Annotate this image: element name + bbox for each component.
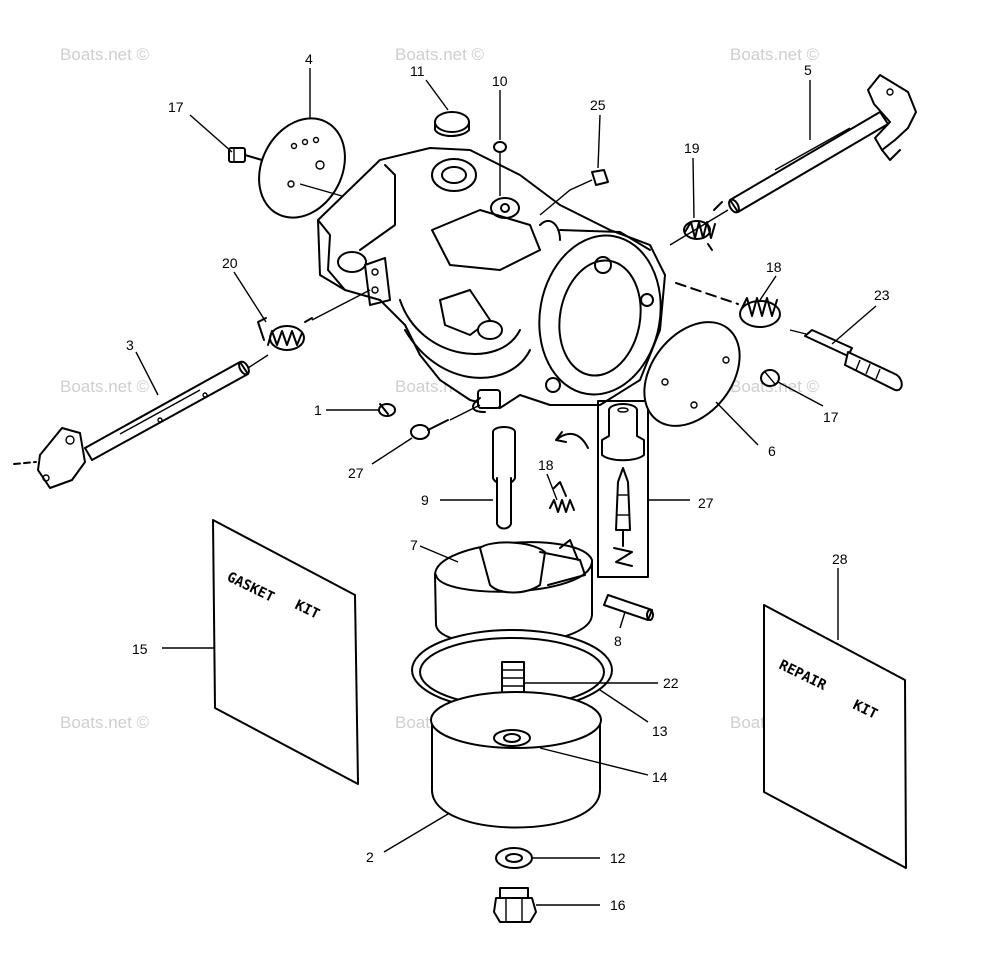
part-8-pin	[603, 594, 654, 621]
part-22-spring	[501, 661, 525, 699]
part-21-spring	[257, 289, 371, 351]
part-9-nozzle	[492, 426, 516, 530]
callout-20: 19	[684, 140, 700, 156]
callout-19: 18	[538, 457, 554, 473]
leader-lines	[135, 68, 877, 906]
callout-27: 27	[698, 495, 714, 511]
callout-14: 14	[652, 769, 668, 785]
callout-9: 9	[421, 492, 429, 508]
callout-23: 23	[874, 287, 890, 303]
part-17-screw	[760, 369, 780, 387]
part-18-spring	[675, 282, 781, 328]
callout-22: 22	[663, 675, 679, 691]
callout-1: 1	[314, 402, 322, 418]
watermark: Boats.net ©	[730, 45, 820, 64]
watermark: Boats.net ©	[395, 45, 485, 64]
part-10-nut	[493, 141, 507, 196]
callout-12: 12	[610, 850, 626, 866]
part-19-spring	[549, 481, 575, 513]
callout-8: 8	[614, 633, 622, 649]
callout-24: 25	[590, 97, 606, 113]
part-24-screw	[539, 169, 609, 216]
part-5-shaft	[669, 74, 917, 246]
part-4-plate	[258, 117, 346, 219]
watermark: Boats.net ©	[60, 713, 150, 732]
callout-2: 2	[366, 849, 374, 865]
part-16-plug	[493, 887, 537, 923]
part-11-cap	[434, 111, 470, 137]
callout-5: 5	[804, 62, 812, 78]
part-25-screw	[410, 404, 481, 440]
part-12-washer	[495, 847, 533, 869]
carburetor-body	[317, 147, 666, 413]
callout-21: 20	[222, 255, 238, 271]
callout-7: 7	[410, 537, 418, 553]
callout-10: 10	[492, 73, 508, 89]
callout-15: 15	[132, 641, 148, 657]
callout-17: 17	[168, 99, 184, 115]
part-3-shaft	[13, 354, 269, 489]
callout-17: 17	[823, 409, 839, 425]
callout-18: 18	[766, 259, 782, 275]
callout-4: 4	[305, 51, 313, 67]
callout-3: 3	[126, 337, 134, 353]
callout-16: 16	[610, 897, 626, 913]
callout-11: 11	[410, 63, 425, 79]
part-27-needle-seat	[555, 400, 649, 578]
callout-28: 28	[832, 551, 848, 567]
callout-6: 6	[768, 443, 776, 459]
part-15-gasket-kit: GASKET KIT	[212, 519, 359, 785]
watermark: Boats.net ©	[730, 377, 820, 396]
part-28-repair-kit: REPAIR KIT	[763, 604, 907, 869]
part-1-clip	[378, 403, 396, 417]
watermark: Boats.net ©	[60, 377, 150, 396]
part-7-float	[434, 539, 593, 646]
callout-25: 27	[348, 465, 364, 481]
part-23-needle	[789, 329, 903, 392]
part-17-screw	[228, 147, 263, 163]
part-2-float-bowl	[430, 691, 602, 829]
watermark: Boats.net ©	[60, 45, 150, 64]
callout-labels: 4 17 11 10 25 5 19 20 18 23 3 1 27 9 6 1…	[126, 51, 890, 913]
callout-13: 13	[652, 723, 668, 739]
part-20-spring	[683, 201, 723, 251]
part-6-plate	[643, 321, 741, 427]
